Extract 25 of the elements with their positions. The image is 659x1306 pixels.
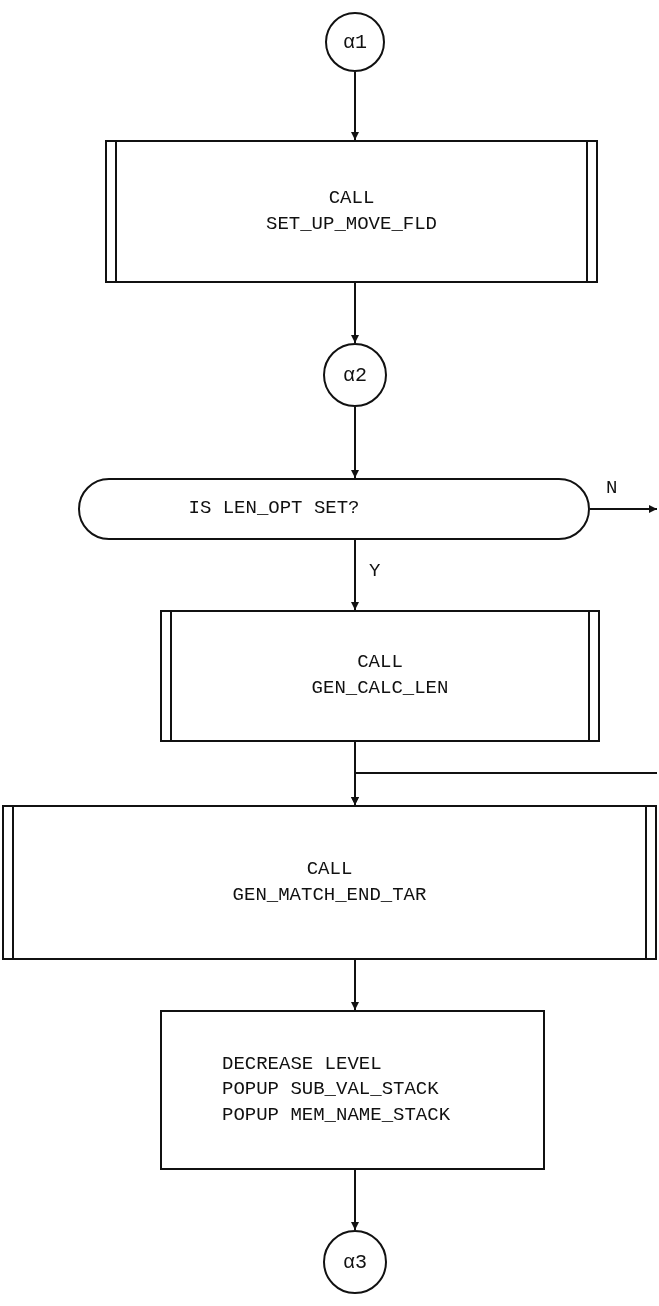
arrow: [351, 282, 359, 344]
arrow: [589, 505, 658, 513]
node-text: DECREASE LEVEL: [222, 1051, 382, 1077]
subroutine-box: [2, 805, 657, 960]
subroutine-box: [160, 610, 600, 742]
node-text: CALL SET_UP_MOVE_FLD: [266, 185, 437, 237]
arrow: [351, 406, 359, 479]
connector-circle: [323, 343, 387, 407]
arrow: [351, 959, 359, 1011]
node-text: POPUP SUB_VAL_STACK: [222, 1077, 439, 1103]
process-box: [160, 1010, 545, 1170]
node-text: CALL GEN_MATCH_END_TAR: [232, 856, 427, 908]
connector-circle: [323, 1230, 387, 1294]
arrow: [351, 772, 658, 806]
node-text: POPUP MEM_NAME_STACK: [222, 1102, 451, 1128]
node-text: CALL GEN_CALC_LEN: [311, 650, 449, 701]
arrow: [351, 71, 359, 141]
arrow: [351, 1169, 359, 1231]
arrow: [351, 539, 359, 611]
node-text: α3: [343, 1249, 367, 1276]
node-text: α1: [343, 29, 367, 56]
node-text: α2: [343, 362, 367, 389]
subroutine-box: [105, 140, 598, 283]
connector-circle: [325, 12, 385, 72]
node-text: IS LEN_OPT SET?: [188, 496, 360, 522]
